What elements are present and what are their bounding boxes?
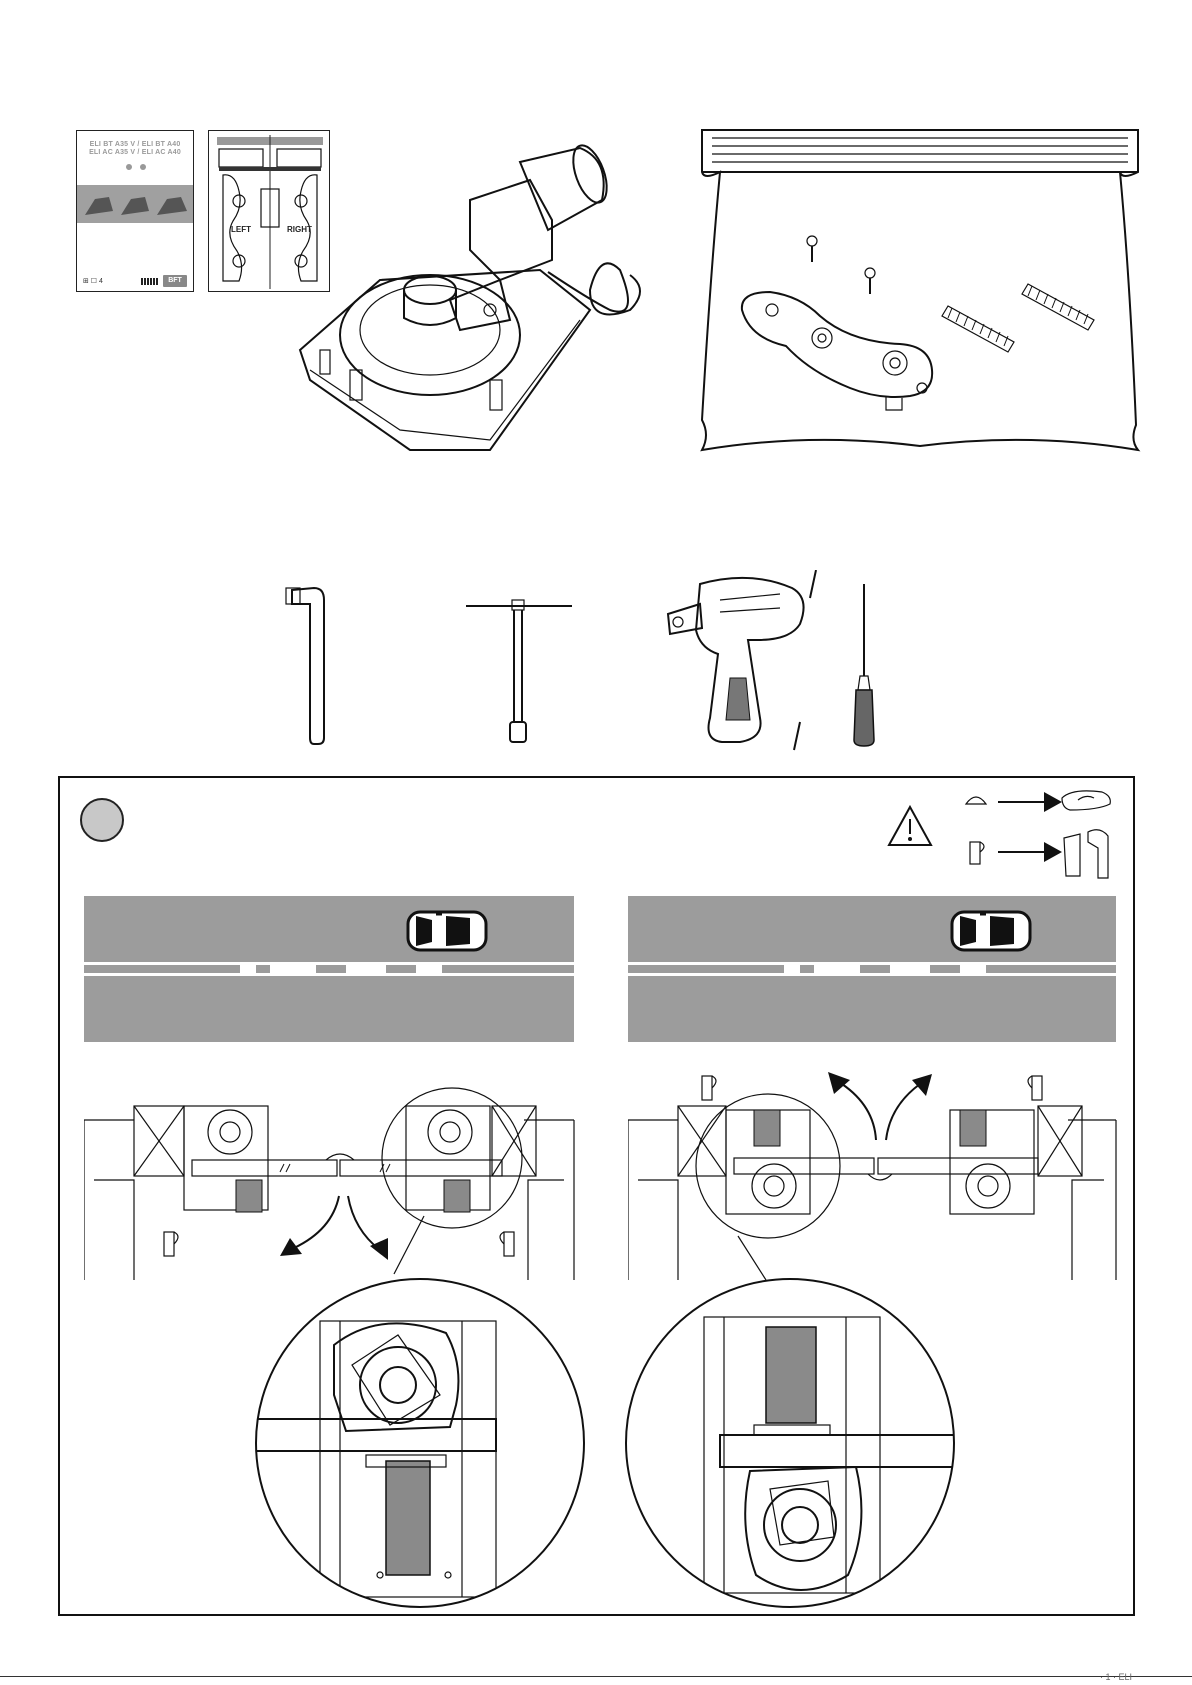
road-right-lane-markings xyxy=(628,962,1116,976)
car-icon xyxy=(406,906,488,954)
accessory-bag-illustration xyxy=(690,120,1150,460)
screwdriver-icon xyxy=(846,580,882,752)
gate-plan-outward-opening xyxy=(628,1050,1120,1280)
threaded-rod-icon xyxy=(1022,284,1094,330)
manual-title-line2: ELI AC A35 V / ELI AC A40 xyxy=(77,149,193,157)
manual-barcode xyxy=(141,278,159,285)
operator-unit-illustration xyxy=(290,140,690,470)
cordless-drill-icon xyxy=(660,570,820,752)
zoom-detail-outward-operator xyxy=(620,1275,960,1611)
manual-language-icons xyxy=(77,157,195,179)
road-left-upper xyxy=(84,896,574,962)
manual-title-line1: ELI BT A35 V / ELI BT A40 xyxy=(77,141,193,149)
road-left-lane-markings xyxy=(84,962,574,976)
manual-footer-left: ⊞ ☐ 4 xyxy=(83,277,103,285)
manual-cover: ELI BT A35 V / ELI BT A40 ELI AC A35 V /… xyxy=(76,130,194,292)
arrow-right-icon xyxy=(998,792,1062,812)
t-wrench-icon xyxy=(460,596,578,748)
step-circle xyxy=(80,798,124,842)
page-footer-ref: · 1 · ELI xyxy=(1100,1672,1132,1682)
page-bottom-rule xyxy=(0,1676,1192,1677)
legend-symbols xyxy=(962,786,1122,886)
manual-brand-badge: BFT xyxy=(163,275,187,287)
sheet-label-left: LEFT xyxy=(231,225,251,234)
limit-bracket-icon xyxy=(1064,830,1108,878)
allen-key-icon xyxy=(284,582,364,748)
arrow-right-icon xyxy=(998,842,1062,862)
zoom-detail-inward-operator xyxy=(250,1275,590,1611)
screw-icon xyxy=(807,236,817,262)
car-icon xyxy=(950,906,1032,954)
limit-symbol-icon xyxy=(970,842,984,864)
road-right-upper xyxy=(628,896,1116,962)
stop-symbol-icon xyxy=(966,797,986,804)
manual-photo-band xyxy=(77,185,193,223)
road-right-lower xyxy=(628,976,1116,1042)
screw-icon xyxy=(865,268,875,294)
road-left-lower xyxy=(84,976,574,1042)
threaded-rod-icon xyxy=(942,306,1014,352)
gate-plan-inward-opening xyxy=(84,1060,584,1280)
stop-bracket-icon xyxy=(1062,791,1110,810)
warning-triangle-icon xyxy=(886,804,934,848)
